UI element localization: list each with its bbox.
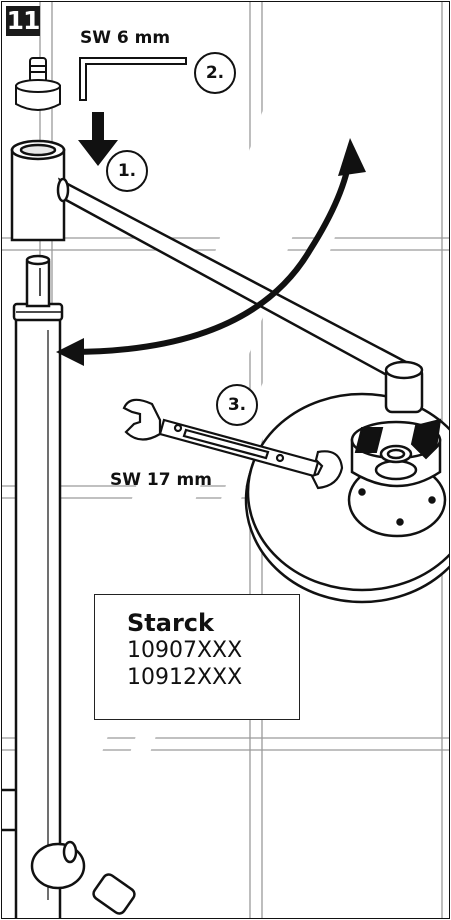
callout-step-1: 1. bbox=[106, 150, 148, 192]
model-brand: Starck bbox=[127, 609, 214, 637]
hex-key-size-label: SW 6 mm bbox=[80, 28, 171, 48]
model-code-2: 10912XXX bbox=[127, 665, 243, 690]
wrench-icon bbox=[122, 398, 344, 490]
shower-head bbox=[244, 360, 450, 604]
rotate-arrow-icon bbox=[354, 418, 442, 460]
push-arrow-icon bbox=[78, 112, 118, 166]
screw-icon bbox=[15, 57, 61, 111]
hex-key-icon bbox=[79, 57, 187, 101]
model-code-1: 10907XXX bbox=[127, 638, 243, 663]
step-number-badge: 11 bbox=[6, 6, 40, 36]
pipe-elbow bbox=[10, 139, 66, 242]
swing-arrow-icon bbox=[56, 138, 366, 366]
wrench-size-label: SW 17 mm bbox=[110, 470, 212, 490]
callout-step-3: 3. bbox=[216, 384, 258, 426]
callout-step-2: 2. bbox=[194, 52, 236, 94]
model-info-box: Starck 10907XXX 10912XXX bbox=[94, 594, 300, 720]
shower-pipe bbox=[12, 254, 64, 919]
thermostat-knob bbox=[1, 788, 136, 915]
